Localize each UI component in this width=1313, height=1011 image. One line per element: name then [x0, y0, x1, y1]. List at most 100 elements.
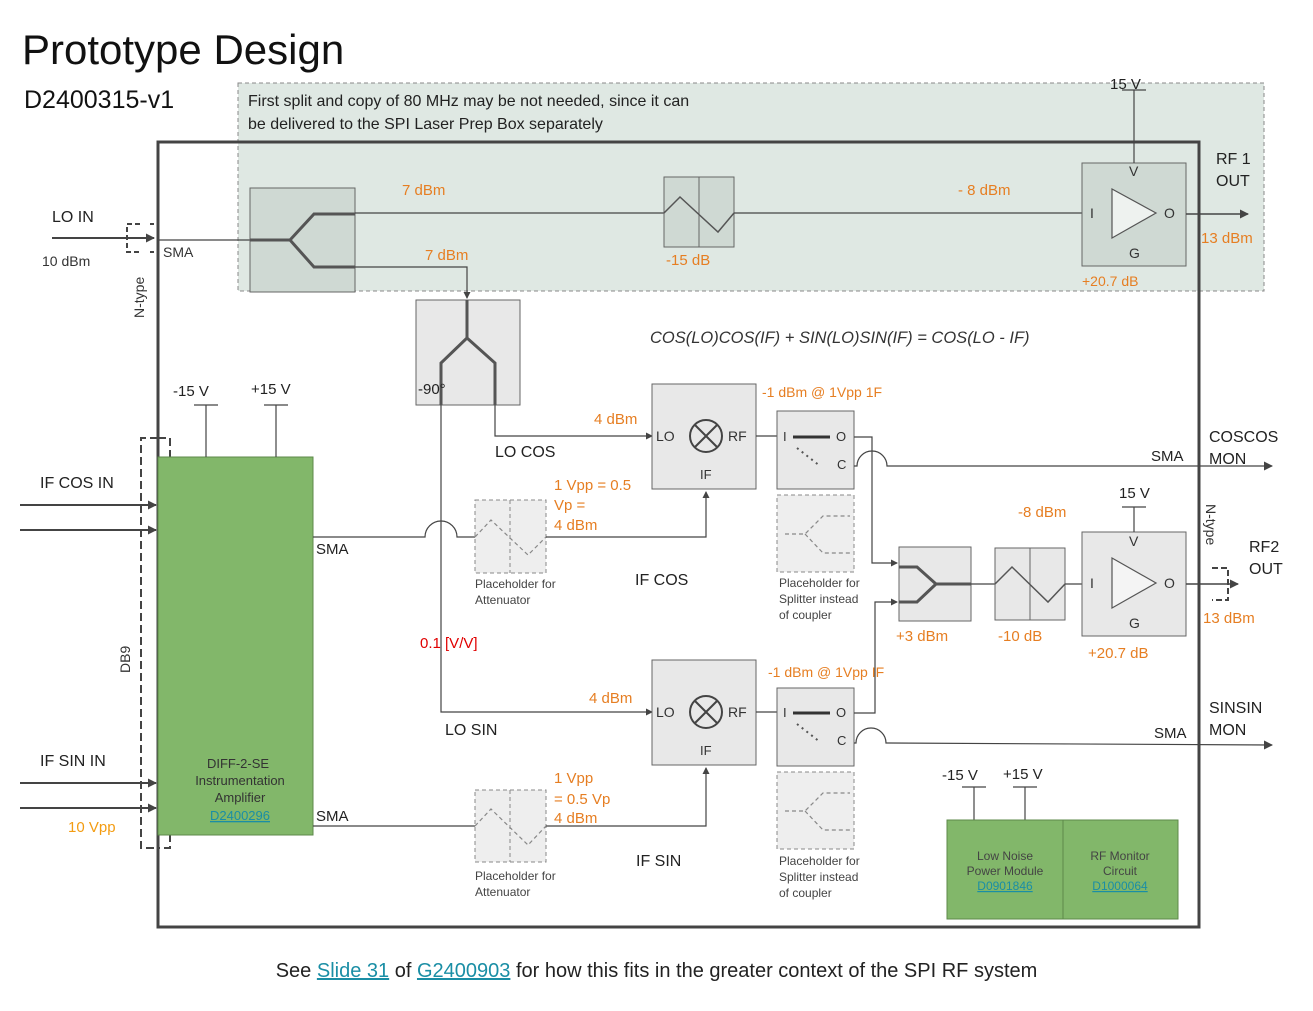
lo-in-level: 10 dBm	[42, 253, 90, 269]
if-cos-label: IF COS	[635, 572, 688, 589]
cos-mixer	[651, 383, 757, 490]
sin-mixer-port-if: IF	[700, 743, 712, 758]
rf-monitor-circuit	[1062, 819, 1179, 920]
if-cos-to-mixer	[546, 491, 710, 538]
if-sin-level-2: = 0.5 Vp	[554, 791, 610, 808]
lo-cos-wire	[494, 405, 653, 440]
lo-cos-label: LO COS	[495, 444, 555, 461]
g2400903-link[interactable]: G2400903	[416, 960, 511, 982]
sin-mixer-port-lo: LO	[656, 704, 675, 720]
cos-splitter-caption-1: Placeholder for	[779, 576, 860, 590]
if-cos-level-2: Vp =	[554, 497, 586, 514]
if-cos-in-label: IF COS IN	[40, 475, 114, 492]
quadrature-phase-label: -90°	[418, 381, 446, 398]
rf1-amp-supply: 15 V	[1110, 76, 1141, 93]
sin-monitor-label-1: SINSIN	[1209, 700, 1262, 717]
rf2-amplifier	[1081, 531, 1187, 637]
rf1-amp-gain: +20.7 dB	[1082, 273, 1138, 289]
if-sin-level-1: 1 Vpp	[554, 770, 593, 787]
gain-note: 0.1 [V/V]	[420, 635, 478, 652]
quadrature-splitter-symbol	[439, 300, 497, 405]
sin-coupler	[776, 687, 855, 767]
sin-to-combiner	[854, 598, 898, 714]
splitter-out-upper-level: 7 dBm	[402, 182, 445, 199]
lo-splitter-symbol	[250, 212, 355, 269]
db9-label: DB9	[117, 646, 133, 673]
footer-note: See Slide 31 of G2400903 for how this fi…	[0, 960, 1313, 983]
slide-link[interactable]: Slide 31	[316, 960, 390, 982]
cos-monitor-connector: SMA	[1151, 448, 1184, 465]
inst-amp-supply-neg: -15 V	[173, 383, 209, 400]
footer-text-1: See	[275, 960, 312, 982]
combiner-symbol	[899, 565, 971, 604]
lo-in-label: LO IN	[52, 209, 94, 226]
if-sin-in-label: IF SIN IN	[40, 753, 106, 770]
if-cos-level-1: 1 Vpp = 0.5	[554, 477, 631, 494]
cos-coupler-pin-c: C	[837, 457, 846, 472]
top-attenuator-value: -15 dB	[666, 252, 710, 269]
n-type-connector-rf2	[1212, 567, 1229, 601]
rf2-output-label-1: RF2	[1249, 539, 1279, 556]
sin-splitter-caption-3: of coupler	[779, 886, 832, 900]
sin-mixer	[651, 659, 757, 766]
cos-coupler-pin-o: O	[836, 429, 846, 444]
inst-amp-name-3: Amplifier	[215, 790, 266, 805]
cos-mixer-port-rf: RF	[728, 428, 747, 444]
rf2-amp-gain: +20.7 dB	[1088, 645, 1148, 662]
rf2-amp-pin-g: G	[1129, 615, 1140, 631]
instrumentation-amplifier	[157, 456, 314, 836]
rf2-connector: N-type	[1203, 504, 1219, 545]
combiner-level: +3 dBm	[896, 628, 948, 645]
lo-connector-int: SMA	[163, 244, 194, 260]
lo-connector-ext: N-type	[131, 277, 147, 318]
rf2-amp-pin-i: I	[1090, 575, 1094, 591]
inst-amp-out-upper: SMA	[316, 541, 349, 558]
rf-monitor-line2: Circuit	[1103, 864, 1138, 878]
sin-coupler-pin-i: I	[783, 705, 787, 720]
rf2-amp-pin-v: V	[1129, 533, 1139, 549]
lo-sin-level: 4 dBm	[589, 690, 632, 707]
rf2-output-level: 13 dBm	[1203, 610, 1255, 627]
sin-mixer-port-rf: RF	[728, 704, 747, 720]
rf1-output-label-2: OUT	[1216, 173, 1250, 190]
power-supply-pos: +15 V	[1003, 766, 1043, 783]
page-title: Prototype Design	[22, 26, 345, 73]
cos-to-combiner	[854, 436, 898, 567]
inst-amp-out-lower: SMA	[316, 808, 349, 825]
sin-coupler-pin-o: O	[836, 705, 846, 720]
rf-monitor-link[interactable]: D1000064	[1092, 879, 1148, 893]
lo-cos-level: 4 dBm	[594, 411, 637, 428]
if-sin-label: IF SIN	[636, 853, 681, 870]
cos-monitor-label-2: MON	[1209, 451, 1246, 468]
cos-mixer-port-lo: LO	[656, 428, 675, 444]
if-cos-atten-caption-2: Attenuator	[475, 593, 530, 607]
power-supply-neg: -15 V	[942, 767, 978, 784]
footer-text-3: for how this fits in the greater context…	[515, 960, 1038, 982]
rf2-amp-supply: 15 V	[1119, 485, 1150, 502]
power-module	[946, 819, 1064, 920]
power-module-link[interactable]: D0901846	[977, 879, 1033, 893]
cos-coupler-pin-i: I	[783, 429, 787, 444]
inst-amp-link[interactable]: D2400296	[210, 808, 270, 823]
sin-splitter-caption-2: Splitter instead	[779, 870, 858, 884]
sin-splitter-caption-1: Placeholder for	[779, 854, 860, 868]
output-attenuator-value: -10 dB	[998, 628, 1042, 645]
splitter-out-lower-level: 7 dBm	[425, 247, 468, 264]
top-amp-in-level: - 8 dBm	[958, 182, 1011, 199]
rf2-amp-in-level: -8 dBm	[1018, 504, 1066, 521]
block-diagram: First split and copy of 80 MHz may be no…	[20, 76, 1283, 929]
lo-sin-wire	[440, 405, 653, 716]
if-sin-level-3: 4 dBm	[554, 810, 597, 827]
sin-monitor-connector: SMA	[1154, 725, 1187, 742]
sin-monitor-wire	[854, 727, 1273, 750]
rf-monitor-line1: RF Monitor	[1090, 849, 1149, 863]
power-module-line1: Low Noise	[977, 849, 1033, 863]
if-cos-wire	[313, 520, 475, 538]
inst-amp-supply-pos: +15 V	[251, 381, 291, 398]
lo-split-lower-wire	[355, 266, 471, 299]
if-cos-atten-caption-1: Placeholder for	[475, 577, 556, 591]
rf1-output-label-1: RF 1	[1216, 151, 1251, 168]
cos-splitter-placeholder	[776, 494, 855, 573]
if-sin-atten-caption-1: Placeholder for	[475, 869, 556, 883]
power-module-line2: Power Module	[967, 864, 1044, 878]
